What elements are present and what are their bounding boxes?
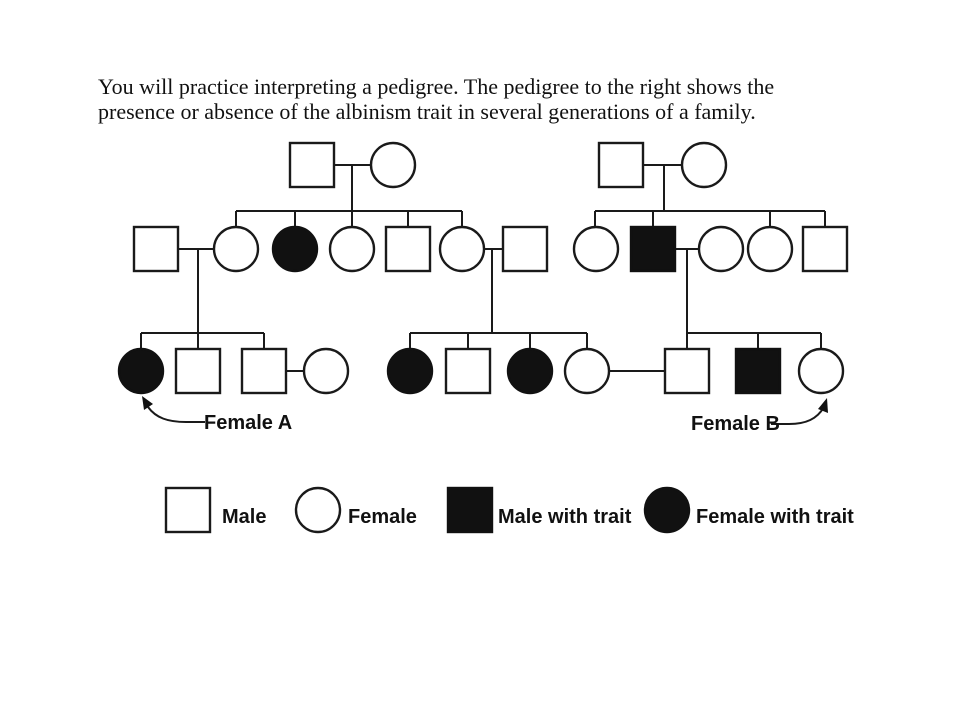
female-a-arrowhead-icon xyxy=(142,396,153,410)
female-a-arrow-line xyxy=(147,406,205,423)
g3-right-daughter-circle-female-b xyxy=(797,347,845,395)
legend-female-label: Female xyxy=(348,506,417,528)
female-b-annotation: Female B xyxy=(691,398,828,435)
pedigree-connector-lines xyxy=(140,164,826,372)
g2-left-daughter2-affected-circle xyxy=(271,225,319,273)
g2-left-daughter4-circle xyxy=(438,225,486,273)
legend-male-with-trait-square-icon xyxy=(446,486,494,534)
g2-right-daughter2-circle xyxy=(746,225,794,273)
g2-right-son-affected-square xyxy=(629,225,677,273)
instructions-line-2: presence or absence of the albinism trai… xyxy=(98,99,756,124)
g3-middle-daughter3-circle xyxy=(563,347,611,395)
g2-left-spouse-male-square xyxy=(132,225,180,273)
g1-left-mother-circle xyxy=(369,141,417,189)
g2-right-spouse-female-circle xyxy=(697,225,745,273)
pedigree-individuals xyxy=(117,141,849,395)
g2-right-daughter1-circle xyxy=(572,225,620,273)
g3-middle-daughter2-affected-circle xyxy=(506,347,554,395)
instructions-line-1: You will practice interpreting a pedigre… xyxy=(98,74,774,99)
legend-male-with-trait-label: Male with trait xyxy=(498,506,632,528)
female-a-label: Female A xyxy=(204,412,292,434)
legend-male-square-icon xyxy=(164,486,212,534)
female-a-annotation: Female A xyxy=(142,396,292,434)
legend-female-with-trait-label: Female with trait xyxy=(696,506,854,528)
g1-left-father-square xyxy=(288,141,336,189)
legend-female-with-trait-circle-icon xyxy=(643,486,691,534)
g3-left-son1-square xyxy=(174,347,222,395)
g2-right-son2-square xyxy=(801,225,849,273)
g1-right-mother-circle xyxy=(680,141,728,189)
g3-middle-daughter1-affected-circle xyxy=(386,347,434,395)
g3-left-daughter-affected-circle-female-a xyxy=(117,347,165,395)
g2-left-spouse-male2-square xyxy=(501,225,549,273)
g2-left-son-square xyxy=(384,225,432,273)
g3-left-son2-square xyxy=(240,347,288,395)
g3-left-spouse-female-circle xyxy=(302,347,350,395)
g3-middle-son-square xyxy=(444,347,492,395)
g1-right-father-square xyxy=(597,141,645,189)
female-b-arrowhead-icon xyxy=(818,398,828,413)
g2-left-daughter1-circle xyxy=(212,225,260,273)
legend: Male Female Male with trait Female with … xyxy=(164,486,854,534)
g3-right-son2-affected-square xyxy=(734,347,782,395)
female-b-arrow-line xyxy=(771,406,825,425)
legend-male-label: Male xyxy=(222,506,266,528)
g3-right-son1-square xyxy=(663,347,711,395)
legend-female-circle-icon xyxy=(294,486,342,534)
g2-left-daughter3-circle xyxy=(328,225,376,273)
female-b-label: Female B xyxy=(691,413,780,435)
